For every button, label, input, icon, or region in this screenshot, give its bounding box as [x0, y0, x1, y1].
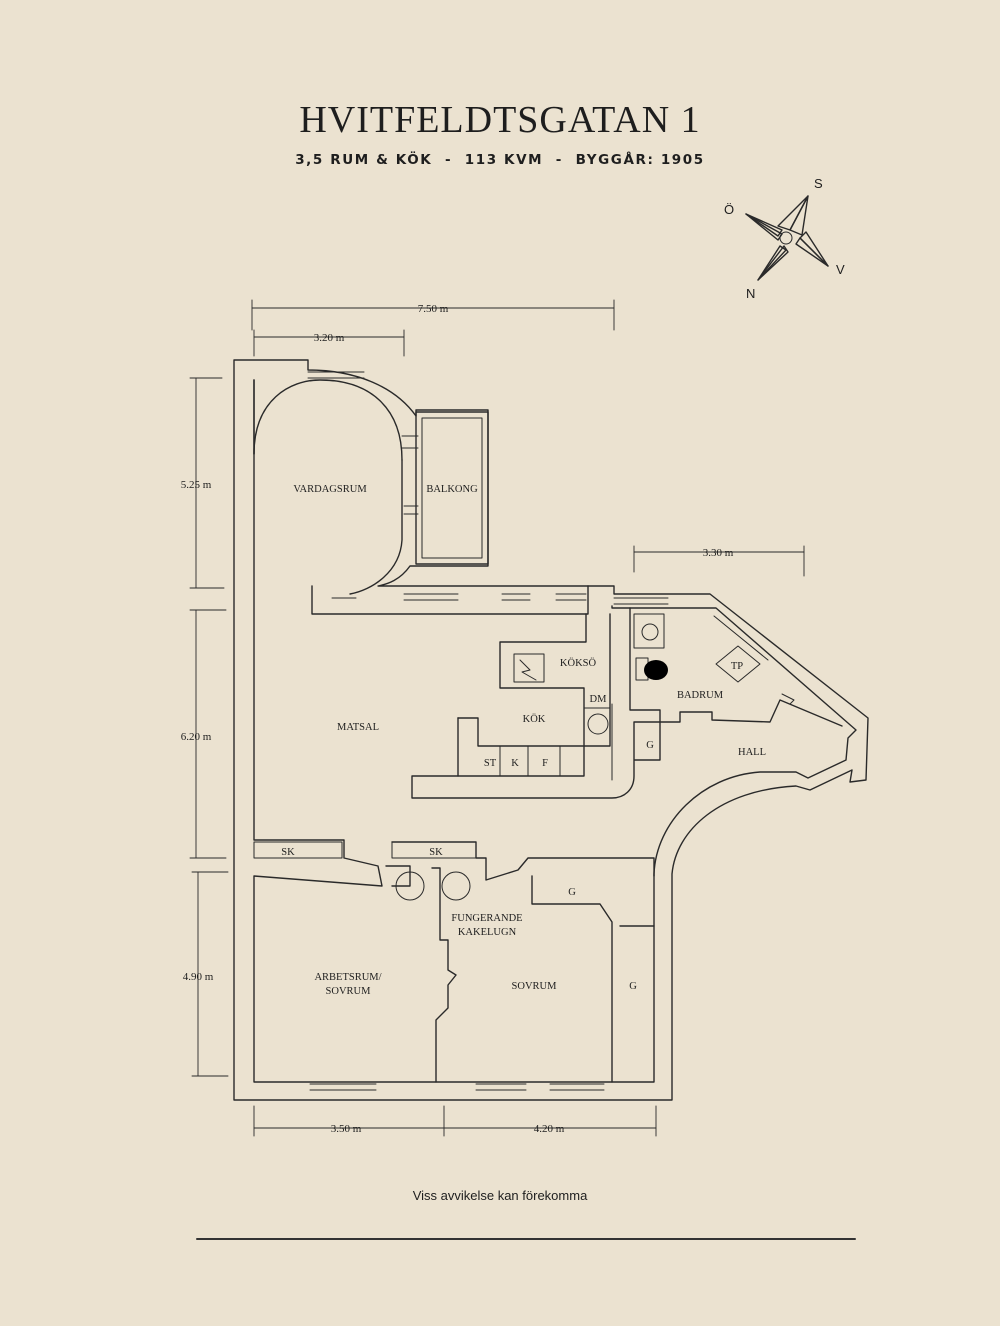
compass-v: V	[836, 262, 845, 277]
dim-bedroom-height: 4.90 m	[183, 971, 214, 983]
label-st: ST	[484, 758, 497, 769]
dim-living-width: 3.20 m	[314, 332, 345, 344]
label-matsal: MATSAL	[337, 722, 379, 733]
dimension-lines: 7.50 m 3.20 m 3.30 m 5.25 m 6.20 m 4.90 …	[181, 299, 805, 1137]
dim-office-width: 3.50 m	[331, 1123, 362, 1135]
label-arbetsrum-1: ARBETSRUM/	[314, 972, 381, 983]
label-sovrum: SOVRUM	[512, 981, 558, 992]
central-walls	[311, 585, 669, 615]
label-sk-left: SK	[281, 847, 295, 858]
dim-bedroom-width: 4.20 m	[534, 1123, 565, 1135]
outer-walls	[233, 359, 869, 1101]
label-kokso: KÖKSÖ	[560, 657, 597, 669]
dim-living-height: 5.25 m	[181, 479, 212, 491]
compass-s: S	[814, 176, 823, 191]
dim-hall-width: 3.30 m	[703, 547, 734, 559]
label-badrum: BADRUM	[677, 690, 724, 701]
label-dm: DM	[590, 694, 608, 705]
compass-n: N	[746, 286, 755, 301]
label-tp: TP	[731, 661, 743, 672]
dim-dining-height: 6.20 m	[181, 731, 212, 743]
compass-o: Ö	[724, 202, 734, 217]
label-kok: KÖK	[523, 713, 546, 725]
page-title: HVITFELDTSGATAN 1	[299, 99, 701, 141]
label-g-hall: G	[646, 740, 654, 751]
label-sk-center: SK	[429, 847, 443, 858]
kitchen-walls	[411, 613, 661, 799]
disclaimer-note: Viss avvikelse kan förekomma	[412, 1188, 588, 1203]
label-f: F	[542, 758, 548, 769]
label-balkong: BALKONG	[426, 484, 478, 495]
label-kakelugn-2: KAKELUGN	[458, 927, 517, 938]
label-hall: HALL	[738, 747, 766, 758]
label-k: K	[511, 758, 519, 769]
label-kakelugn-1: FUNGERANDE	[451, 913, 522, 924]
footer-divider	[196, 1238, 856, 1240]
page-subtitle: 3,5 RUM & KÖK - 113 KVM - BYGGÅR: 1905	[295, 152, 705, 168]
bedroom-walls	[253, 841, 655, 1091]
label-arbetsrum-2: SOVRUM	[326, 986, 372, 997]
label-g-bed-right: G	[629, 981, 637, 992]
living-room-walls	[253, 371, 489, 595]
bathroom-walls	[629, 607, 843, 727]
dim-total-width: 7.50 m	[418, 303, 449, 315]
room-labels: VARDAGSRUM BALKONG KÖKSÖ BADRUM TP DM KÖ…	[281, 484, 766, 997]
label-vardagsrum: VARDAGSRUM	[293, 484, 367, 495]
label-g-bed-top: G	[568, 887, 576, 898]
compass-rose-icon: S Ö V N	[724, 176, 845, 301]
